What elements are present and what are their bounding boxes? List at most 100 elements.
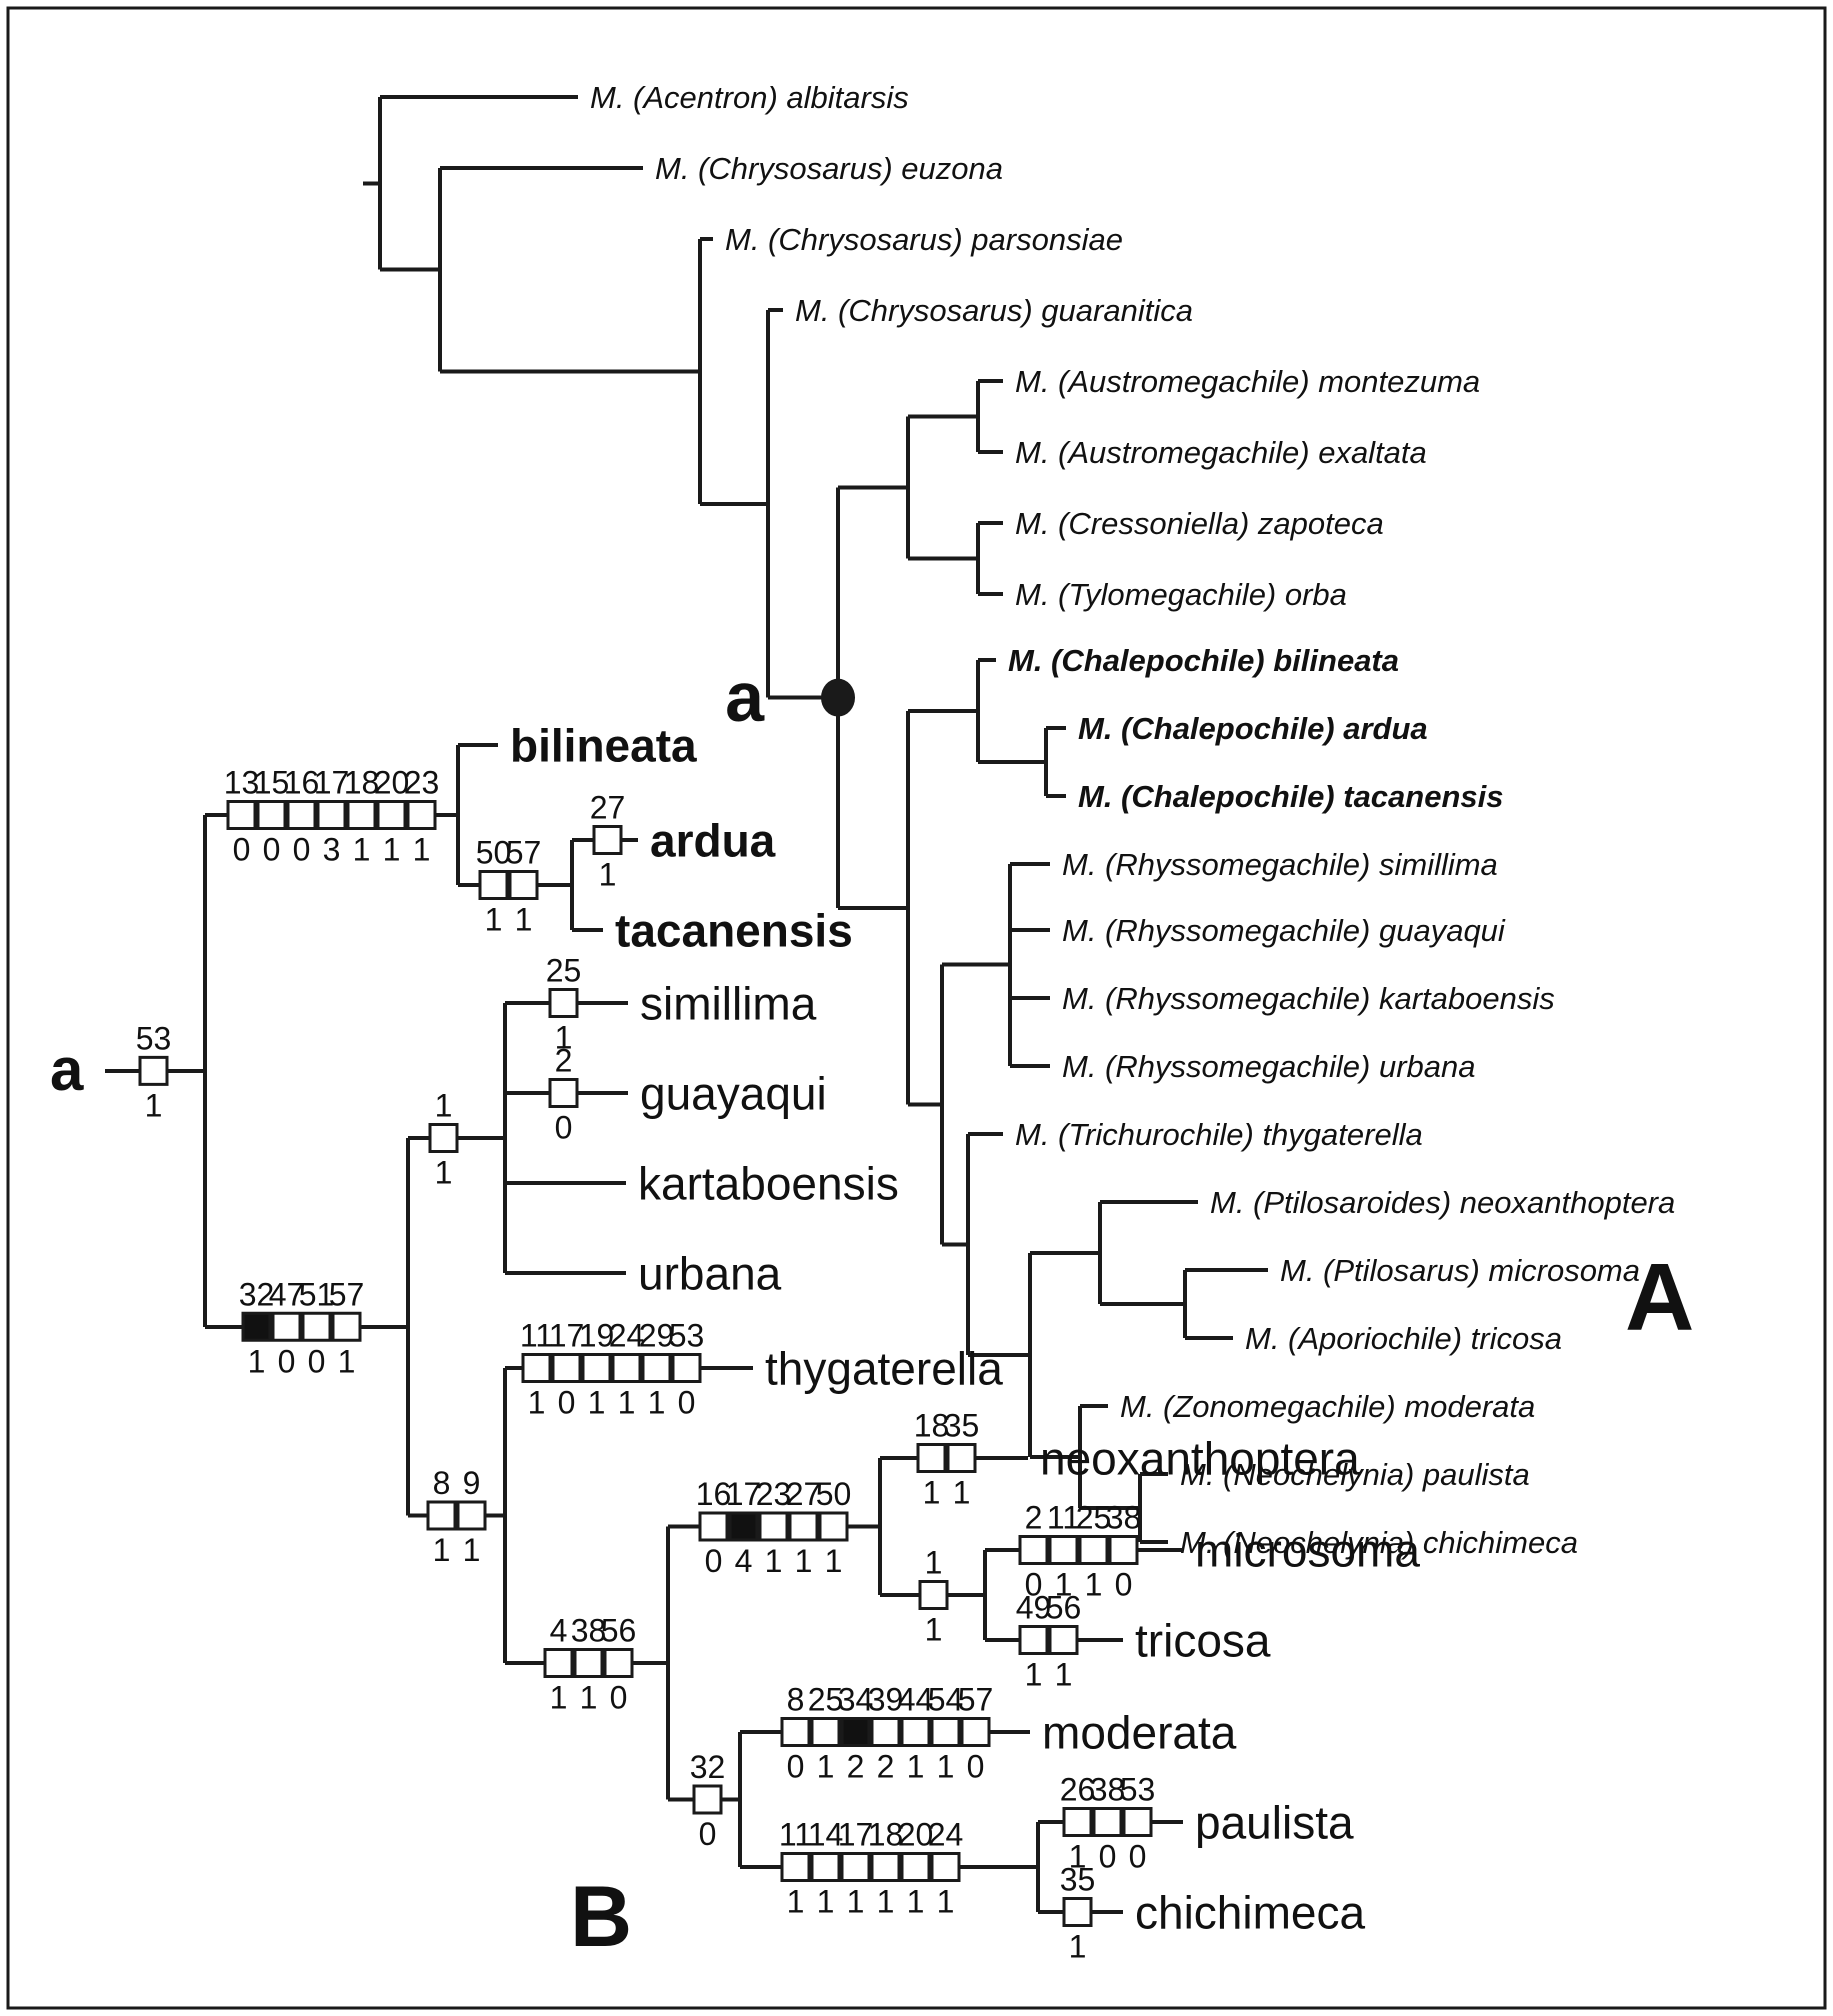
tip-label-simillima: simillima (640, 978, 817, 1030)
char-number: 25 (546, 953, 582, 989)
char-number: 35 (944, 1408, 980, 1444)
char-box (1092, 1807, 1123, 1837)
char-box (592, 825, 623, 855)
char-state: 0 (1099, 1839, 1117, 1875)
char-state: 1 (937, 1884, 955, 1920)
char-box (478, 870, 509, 900)
char-box (916, 1443, 947, 1473)
char-box (900, 1717, 931, 1747)
tip-label-m-neochelynia-paulista: M. (Neochelynia) paulista (1180, 1457, 1530, 1492)
char-state: 1 (907, 1884, 925, 1920)
tip-label-kartaboensis: kartaboensis (638, 1158, 899, 1210)
char-box (780, 1717, 811, 1747)
char-state: 1 (923, 1475, 941, 1511)
tip-label-m-tylomegachile-orba: M. (Tylomegachile) orba (1015, 577, 1347, 612)
char-box (428, 1123, 459, 1153)
char-number: 53 (1120, 1772, 1156, 1808)
char-state: 1 (765, 1543, 783, 1579)
char-box (551, 1353, 582, 1383)
tip-label-neoxanthoptera: neoxanthoptera (1040, 1433, 1360, 1485)
char-box-filled (840, 1717, 871, 1747)
char-number: 44 (898, 1682, 934, 1718)
char-number: 38 (1106, 1500, 1142, 1536)
char-box (271, 1311, 302, 1342)
char-state: 1 (550, 1680, 568, 1716)
char-state: 0 (555, 1110, 573, 1146)
char-number: 20 (898, 1817, 934, 1853)
tip-label-urbana: urbana (638, 1248, 782, 1300)
char-state: 1 (555, 1020, 573, 1056)
char-state: 1 (248, 1343, 266, 1379)
char-number: 8 (433, 1465, 451, 1501)
char-box-filled (241, 1311, 272, 1342)
char-box (960, 1717, 991, 1747)
char-number: 18 (868, 1817, 904, 1853)
char-box (698, 1511, 729, 1542)
char-state: 1 (787, 1884, 805, 1920)
char-box (138, 1055, 169, 1086)
char-box (543, 1648, 574, 1678)
char-box (870, 1717, 901, 1747)
char-number: 24 (609, 1318, 645, 1354)
char-state: 1 (145, 1087, 163, 1123)
char-state: 1 (648, 1385, 666, 1421)
panel-a-label: A (1625, 1244, 1695, 1351)
char-box (810, 1852, 841, 1882)
tip-label-m-rhyssomegachile-simillima: M. (Rhyssomegachile) simillima (1062, 847, 1498, 882)
char-number: 16 (696, 1476, 732, 1512)
char-state: 1 (1055, 1657, 1073, 1693)
char-number: 11 (520, 1318, 553, 1354)
tip-label-m-ptilosarus-microsoma: M. (Ptilosarus) microsoma (1280, 1253, 1640, 1288)
char-box (406, 800, 437, 830)
tip-label-tacanensis: tacanensis (615, 905, 853, 957)
tip-label-m-austromegachile-exaltata: M. (Austromegachile) exaltata (1015, 435, 1427, 470)
char-state: 0 (967, 1749, 985, 1785)
tip-label-m-rhyssomegachile-kartaboensis: M. (Rhyssomegachile) kartaboensis (1062, 981, 1555, 1016)
char-box (1062, 1807, 1093, 1837)
char-box (641, 1353, 672, 1383)
char-state: 0 (558, 1385, 576, 1421)
char-number: 18 (914, 1408, 950, 1444)
char-box (1062, 1897, 1093, 1927)
char-box (573, 1648, 604, 1678)
tip-label-m-rhyssomegachile-urbana: M. (Rhyssomegachile) urbana (1062, 1049, 1476, 1084)
char-box (603, 1648, 634, 1678)
char-box (1018, 1625, 1049, 1655)
char-state: 1 (907, 1749, 925, 1785)
tip-label-m-chrysosarus-euzona: M. (Chrysosarus) euzona (655, 151, 1003, 186)
char-number: 17 (726, 1476, 762, 1512)
char-box (818, 1511, 849, 1542)
tip-label-m-chalepochile-bilineata: M. (Chalepochile) bilineata (1008, 643, 1399, 678)
tip-label-bilineata: bilineata (510, 720, 697, 772)
char-state: 1 (847, 1884, 865, 1920)
char-number: 26 (1060, 1772, 1096, 1808)
char-number: 57 (329, 1276, 365, 1312)
char-number: 38 (1090, 1772, 1126, 1808)
tip-label-m-rhyssomegachile-guayaqui: M. (Rhyssomegachile) guayaqui (1062, 913, 1506, 948)
tip-label-m-austromegachile-montezuma: M. (Austromegachile) montezuma (1015, 364, 1480, 399)
char-box-filled (728, 1511, 759, 1542)
char-number: 51 (299, 1276, 335, 1312)
char-number: 1 (925, 1545, 943, 1581)
tip-label-m-ptilosaroides-neoxanthoptera: M. (Ptilosaroides) neoxanthoptera (1210, 1185, 1675, 1220)
tip-label-guayaqui: guayaqui (640, 1068, 827, 1120)
char-box (840, 1852, 871, 1882)
char-number: 32 (239, 1276, 275, 1312)
char-state: 1 (338, 1343, 356, 1379)
char-state: 1 (795, 1543, 813, 1579)
char-state: 0 (263, 832, 281, 868)
char-number: 15 (254, 765, 290, 801)
char-state: 1 (463, 1532, 481, 1568)
node-a-label: a (725, 658, 764, 736)
char-state: 2 (847, 1749, 865, 1785)
char-number: 11 (1047, 1500, 1080, 1536)
char-state: 0 (1025, 1567, 1043, 1603)
char-state: 1 (383, 832, 401, 868)
char-state: 1 (618, 1385, 636, 1421)
char-number: 24 (928, 1817, 964, 1853)
char-number: 35 (1060, 1862, 1096, 1898)
tip-label-microsoma: microsoma (1195, 1525, 1420, 1577)
char-number: 54 (928, 1682, 964, 1718)
char-number: 50 (816, 1476, 852, 1512)
